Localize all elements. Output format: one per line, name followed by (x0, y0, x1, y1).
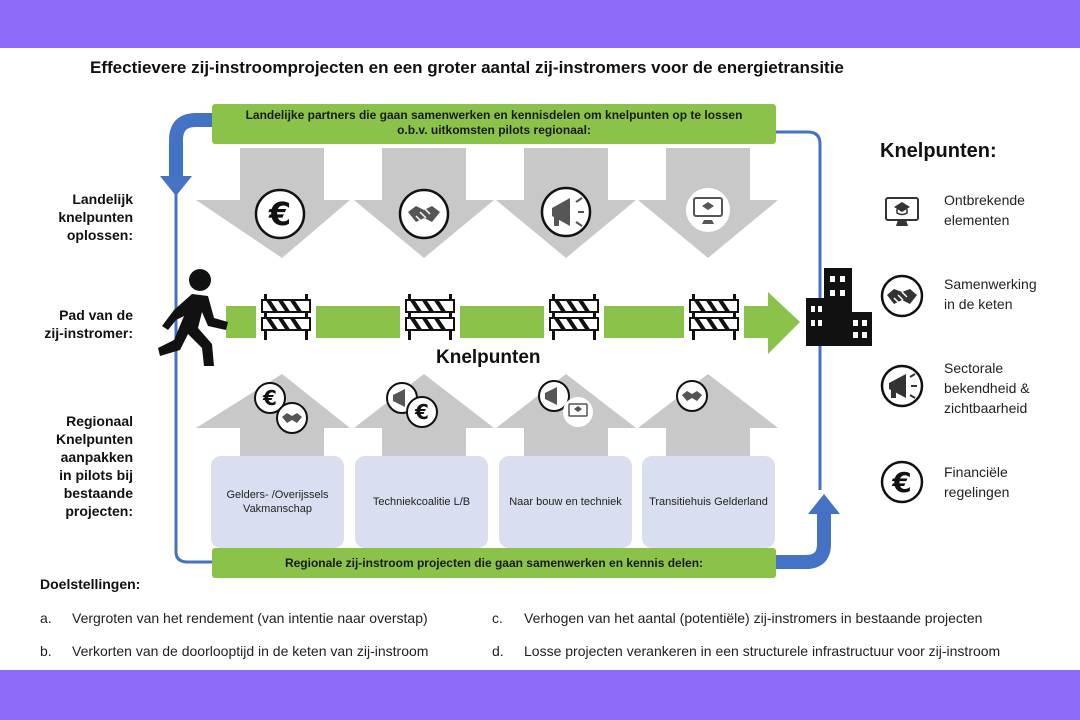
handshake-icon (676, 380, 708, 412)
megaphone-icon (880, 364, 924, 408)
megaphone-icon (538, 380, 570, 412)
handshake-icon (398, 188, 450, 240)
handshake-icon (880, 274, 924, 318)
knelpunt-label: Financiële regelingen (944, 464, 1010, 500)
green-path (226, 292, 800, 354)
knelpunt-label: Samenwerking in de keten (944, 276, 1037, 312)
top-band (0, 0, 1080, 48)
knelpunt-label: Sectorale bekendheid & zichtbaarheid (944, 360, 1030, 416)
green-path-arrowhead (744, 292, 800, 354)
barrier-icon (261, 294, 311, 340)
goal-item: d.Losse projecten verankeren in een stru… (492, 643, 1001, 659)
svg-text:€: € (414, 400, 429, 424)
up-arrow-1 (196, 374, 350, 460)
label-landelijk: Landelijk knelpunten oplossen: (58, 191, 133, 243)
barrier-icons (261, 294, 739, 340)
doelstellingen-heading: Doelstellingen: (40, 576, 141, 592)
svg-text:€: € (268, 195, 291, 233)
top-green-banner: Landelijke partners die gaan samenwerken… (212, 104, 776, 144)
barrier-icon (689, 294, 739, 340)
label-pad: Pad van de zij-instromer: (44, 307, 133, 341)
barrier-icon (405, 294, 455, 340)
goal-item: a.Vergroten van het rendement (van inten… (40, 610, 428, 626)
running-person-icon (158, 269, 228, 366)
euro-icon: € (254, 382, 286, 414)
goal-item: c.Verhogen van het aantal (potentiële) z… (492, 610, 983, 626)
project-box: Transitiehuis Gelderland (642, 456, 775, 548)
svg-text:€: € (262, 386, 277, 410)
knelpunten-heading: Knelpunten: (880, 140, 997, 162)
svg-text:€: € (891, 466, 911, 499)
project-box: Naar bouw en techniek (499, 456, 632, 548)
up-arrow-4 (638, 374, 778, 460)
megaphone-icon (386, 382, 418, 414)
label-regionaal: Regionaal Knelpunten aanpakken in pilots… (56, 413, 133, 519)
monitor-graduation-icon (885, 197, 919, 226)
project-box: Gelders- /Overijssels Vakmanschap (211, 456, 344, 548)
top-banner-line1: Landelijke partners die gaan samenwerken… (245, 108, 743, 122)
buildings-icon (806, 268, 872, 346)
bottom-green-banner: Regionale zij-instroom projecten die gaa… (212, 548, 776, 578)
loop-line-right (776, 130, 822, 490)
handshake-icon (276, 402, 308, 434)
curved-arrow-bottom-right (776, 512, 831, 569)
loop-line-left (174, 192, 212, 564)
knelpunt-label: Ontbrekende elementen (944, 192, 1025, 228)
monitor-graduation-icon (686, 188, 730, 232)
project-box: Techniekcoalitie L/B (355, 456, 488, 548)
monitor-graduation-icon (563, 397, 593, 427)
barrier-icon (549, 294, 599, 340)
euro-icon: € (406, 396, 438, 428)
bottom-band (0, 670, 1080, 720)
euro-icon: € (254, 188, 306, 240)
diagram-title: Effectievere zij-instroomprojecten en ee… (90, 58, 844, 77)
middle-knelpunten-label: Knelpunten (436, 347, 541, 368)
top-banner-line2: o.b.v. uitkomsten pilots regionaal: (397, 123, 591, 137)
euro-icon: € (880, 460, 924, 504)
curved-arrow-top-left (169, 113, 212, 178)
goal-item: b.Verkorten van de doorlooptijd in de ke… (40, 643, 429, 659)
megaphone-icon (540, 186, 592, 238)
